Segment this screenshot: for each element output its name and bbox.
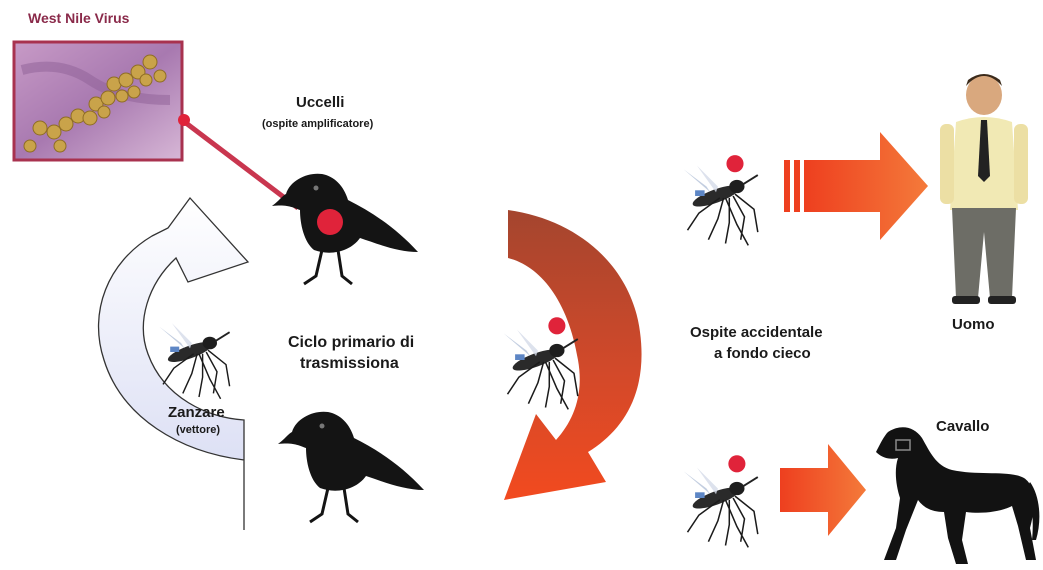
accidental-host-line2: a fondo cieco — [714, 345, 811, 362]
birds-label: Uccelli — [296, 94, 345, 111]
horse-icon — [876, 427, 1040, 564]
infection-line — [180, 118, 300, 210]
mosquito-icon — [682, 155, 759, 247]
accidental-host-line1: Ospite accidentale — [690, 324, 823, 341]
cycle-label-line1: Ciclo primario di — [288, 334, 415, 351]
human-label: Uomo — [952, 316, 995, 333]
arrow-icon — [784, 132, 928, 240]
blue-cycle-arrow — [97, 196, 250, 530]
crow-icon — [276, 410, 426, 524]
man-icon — [940, 74, 1028, 304]
virus-micrograph — [12, 40, 184, 162]
cycle-label-line2: trasmissiona — [300, 355, 399, 372]
mosquitoes-role-label: (vettore) — [176, 424, 221, 436]
birds-role-label: (ospite amplificatore) — [262, 118, 374, 130]
mosquitoes-label: Zanzare — [168, 404, 225, 421]
red-cycle-arrow — [504, 210, 642, 500]
virus-title: West Nile Virus — [28, 10, 130, 26]
arrow-icon — [780, 444, 866, 536]
mosquito-icon — [682, 455, 759, 549]
crow-icon — [270, 172, 420, 286]
horse-label: Cavallo — [936, 418, 990, 435]
mosquito-icon — [502, 317, 579, 411]
infection-marker — [178, 114, 190, 126]
